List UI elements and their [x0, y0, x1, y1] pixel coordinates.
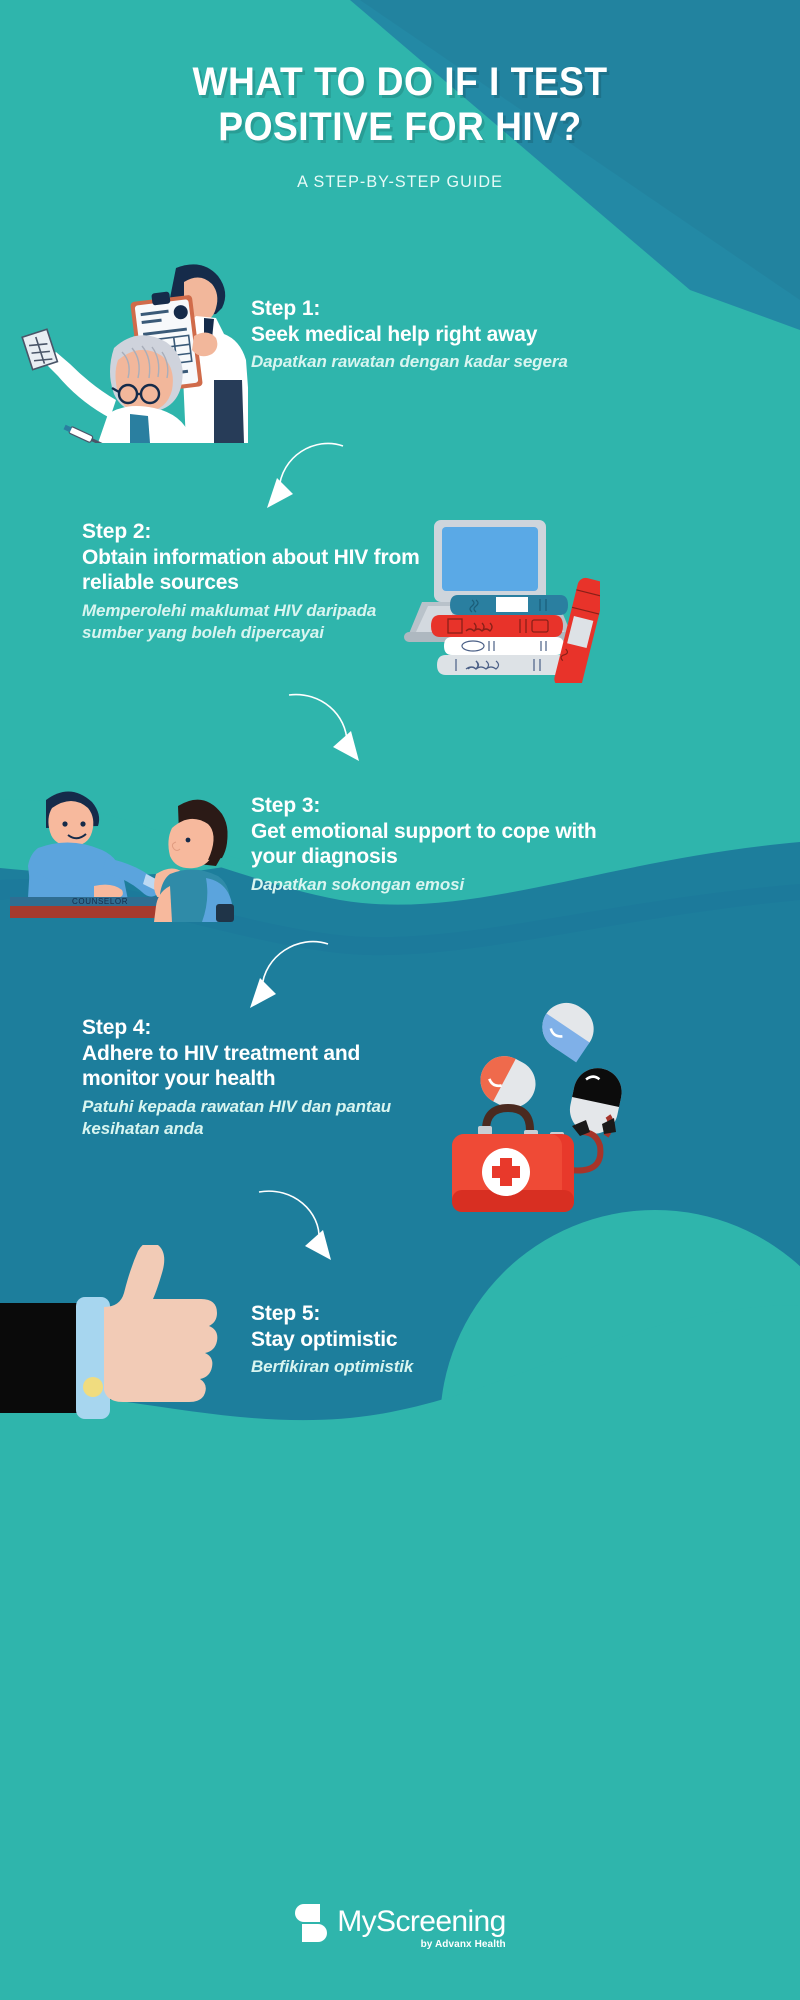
step-5-title: Stay optimistic: [251, 1327, 398, 1351]
step-5-label: Step 5:: [251, 1302, 321, 1325]
step-3-title: Get emotional support to cope with your …: [251, 819, 597, 869]
laptop-and-books-illustration: [404, 520, 600, 683]
brand-name: MyScreening: [337, 1905, 506, 1938]
page-subtitle: A STEP-BY-STEP GUIDE: [297, 171, 503, 191]
step-5-block: Step 5: Stay optimistic Berfikiran optim…: [251, 1301, 413, 1378]
two-doctors-illustration: [21, 264, 248, 443]
page-title: WHAT TO DO IF I TEST POSITIVE FOR HIV?: [28, 60, 772, 150]
step-4-title: Adhere to HIV treatment and monitor your…: [82, 1041, 361, 1091]
step-1-title: Seek medical help right away: [251, 322, 538, 346]
header: WHAT TO DO IF I TEST POSITIVE FOR HIV? A…: [0, 60, 800, 192]
arrow-step2-to-step3-icon: [288, 693, 359, 761]
step-4-subtitle: Patuhi kepada rawatan HIV dan pantau kes…: [82, 1097, 392, 1139]
step-3-label: Step 3:: [251, 794, 321, 817]
step-1-subtitle: Dapatkan rawatan dengan kadar segera: [251, 352, 568, 372]
page-title-line-1: WHAT TO DO IF I TEST: [192, 60, 608, 104]
step-2-block: Step 2: Obtain information about HIV fro…: [82, 519, 442, 644]
arrow-step3-to-step4-icon: [250, 940, 329, 1008]
brand-tagline: by Advanx Health: [420, 1939, 506, 1950]
arrow-step1-to-step2-icon: [267, 442, 344, 508]
counselor-desk-sign-text: COUNSELOR: [72, 897, 128, 906]
step-3-block: Step 3: Get emotional support to cope wi…: [251, 793, 611, 896]
step-5-subtitle: Berfikiran optimistik: [251, 1357, 414, 1377]
page-title-line-2: POSITIVE FOR HIV?: [218, 104, 582, 149]
arrow-step4-to-step5-icon: [258, 1190, 331, 1260]
step-2-title: Obtain information about HIV from reliab…: [82, 545, 420, 595]
brand-logo: MyScreening by Advanx Health: [294, 1902, 506, 1950]
step-2-subtitle: Memperolehi maklumat HIV daripada sumber…: [82, 601, 377, 643]
capsule-logo-icon: [295, 1904, 328, 1942]
thumbs-up-illustration: [0, 1245, 218, 1419]
step-2-label: Step 2:: [82, 520, 152, 543]
step-4-block: Step 4: Adhere to HIV treatment and moni…: [82, 1015, 442, 1140]
first-aid-kit-illustration: [452, 1002, 622, 1212]
footer: MyScreening by Advanx Health: [0, 1902, 800, 1950]
step-3-subtitle: Dapatkan sokongan emosi: [251, 875, 465, 895]
step-1-label: Step 1:: [251, 297, 321, 320]
counseling-illustration: COUNSELOR: [10, 791, 234, 922]
step-1-block: Step 1: Seek medical help right away Dap…: [251, 296, 568, 373]
step-4-label: Step 4:: [82, 1016, 152, 1039]
